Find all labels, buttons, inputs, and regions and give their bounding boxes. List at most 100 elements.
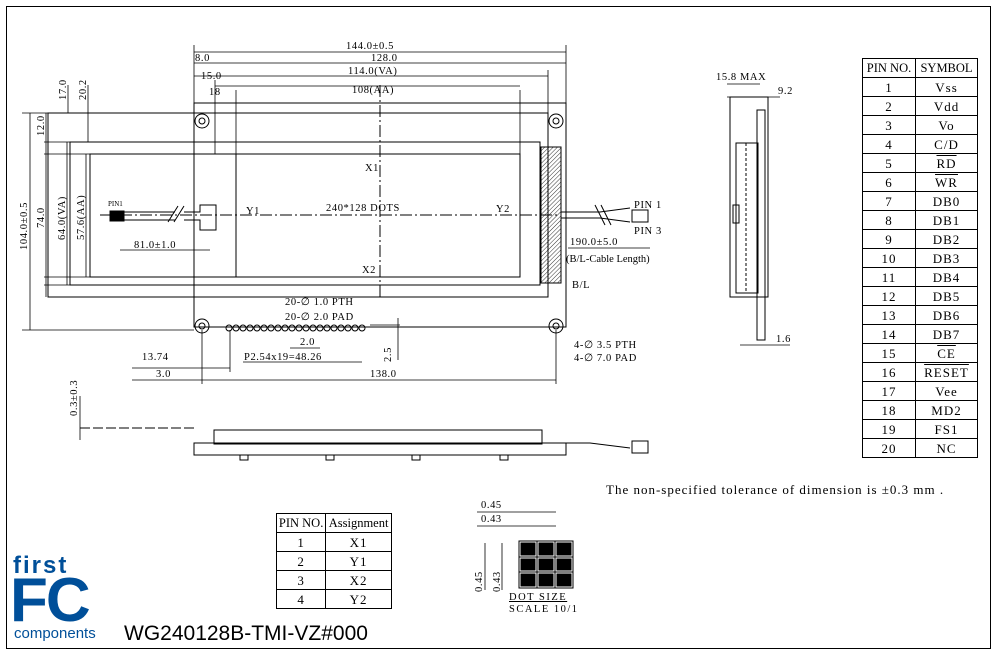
dim-side-9-2: 9.2 [778, 86, 793, 97]
table-row: 13 DB6 [861, 305, 978, 325]
pin-symbol-text: DB5 [932, 288, 961, 304]
touch-assignment-cell: X1 [325, 532, 392, 552]
table-header-assignment: Assignment [325, 513, 392, 533]
pin-symbol-cell: DB3 [915, 248, 978, 268]
table-row: 6 WR [861, 172, 978, 192]
pin-symbol-cell: DB2 [915, 229, 978, 249]
table-row: 16 RESET [861, 362, 978, 382]
dim-cable-81: 81.0±1.0 [134, 240, 176, 251]
pin-number-cell: 2 [861, 96, 917, 116]
label-pad-4: 4-∅ 7.0 PAD [574, 353, 637, 364]
touch-pin-number-cell: 2 [275, 551, 327, 571]
table-header-pin-no: PIN NO. [861, 58, 917, 78]
dot-size-caption: DOT SIZE SCALE 10/1 [509, 592, 579, 616]
backlight-block [540, 146, 562, 284]
dim-dot-045-v: 0.45 [474, 571, 485, 592]
pin-symbol-cell: DB7 [915, 324, 978, 344]
dim-dot-045-h: 0.45 [481, 500, 502, 511]
dim-outline-height: 104.0±0.5 [19, 202, 30, 250]
table-header-pin-no: PIN NO. [275, 513, 327, 533]
touch-assignment-cell: X2 [325, 570, 392, 590]
pin-number-cell: 4 [861, 134, 917, 154]
model-number: WG240128B-TMI-VZ#000 [124, 622, 368, 645]
pin-number-cell: 6 [861, 172, 917, 192]
dim-left-8: 8.0 [195, 53, 210, 64]
touch-assignment-cell: Y2 [325, 589, 392, 609]
pin-symbol-text: Vss [935, 79, 958, 95]
table-row: 17 Vee [861, 381, 978, 401]
dim-2-5: 2.5 [383, 347, 394, 362]
bottom-view [79, 396, 649, 461]
viewing-area [69, 141, 541, 286]
pin-symbol-text: MD2 [931, 402, 962, 418]
table-row: 12 DB5 [861, 286, 978, 306]
dim-pcb-inner: 128.0 [371, 53, 398, 64]
pin-symbol-cell: CE [915, 343, 978, 363]
touch-assignment-cell: Y1 [325, 551, 392, 571]
side-view [727, 83, 790, 346]
pin-symbol-text: DB0 [932, 193, 961, 209]
table-row: 18 MD2 [861, 400, 978, 420]
dim-va-height: 64.0(VA) [57, 196, 68, 240]
pin-symbol-cell: RESET [915, 362, 978, 382]
pin-symbol-text: Vee [935, 383, 958, 399]
pin-number-cell: 1 [861, 77, 917, 97]
pin-number-cell: 18 [861, 400, 917, 420]
pin-symbol-text: FS1 [934, 421, 959, 437]
pin-symbol-text: CE [937, 345, 956, 361]
pin-number-cell: 20 [861, 438, 917, 458]
dot-size-label: DOT SIZE [509, 592, 568, 603]
pin-number-cell: 17 [861, 381, 917, 401]
dim-height-74: 74.0 [36, 207, 47, 228]
pin-number-cell: 3 [861, 115, 917, 135]
table-row: 2 Vdd [861, 96, 978, 116]
pin-symbol-cell: DB0 [915, 191, 978, 211]
pin-symbol-text: RESET [924, 364, 969, 380]
dim-13-74: 13.74 [142, 352, 169, 363]
pin-symbol-cell: WR [915, 172, 978, 192]
dim-dot-043-h: 0.43 [481, 514, 502, 525]
label-pth-20: 20-∅ 1.0 PTH [285, 297, 354, 308]
pin-symbol-cell: DB4 [915, 267, 978, 287]
pin-number-cell: 12 [861, 286, 917, 306]
pin-symbol-text: WR [935, 174, 958, 190]
dim-left-18: 18 [209, 87, 221, 98]
label-x2: X2 [362, 265, 376, 276]
pin-number-cell: 19 [861, 419, 917, 439]
pin-number-cell: 10 [861, 248, 917, 268]
pin-symbol-cell: MD2 [915, 400, 978, 420]
dim-outline-width: 144.0±0.5 [346, 41, 394, 52]
pin-symbol-text: DB6 [932, 307, 961, 323]
pin-number-cell: 14 [861, 324, 917, 344]
pin-row [225, 324, 366, 332]
pin-symbol-cell: FS1 [915, 419, 978, 439]
touch-pin-number-cell: 1 [275, 532, 327, 552]
table-header-symbol: SYMBOL [915, 58, 978, 78]
pin-symbol-cell: DB5 [915, 286, 978, 306]
pin-symbol-text: Vdd [933, 98, 960, 114]
touch-pin-number-cell: 4 [275, 589, 327, 609]
pin-number-cell: 13 [861, 305, 917, 325]
label-pad-20: 20-∅ 2.0 PAD [285, 312, 354, 323]
pin-symbol-cell: RD [915, 153, 978, 173]
label-cable-note: (B/L-Cable Length) [566, 254, 650, 265]
pin-symbol-cell: NC [915, 438, 978, 458]
dim-bottom-0-3: 0.3±0.3 [69, 380, 80, 416]
drawing-border [6, 6, 991, 649]
dim-height-12: 12.0 [36, 115, 47, 136]
pin-number-cell: 16 [861, 362, 917, 382]
dim-side-max: 15.8 MAX [716, 72, 766, 83]
pin-symbol-cell: Vdd [915, 96, 978, 116]
dim-cable-190: 190.0±5.0 [570, 237, 618, 248]
label-pin1-small: PIN1 [108, 200, 123, 208]
label-pth-4: 4-∅ 3.5 PTH [574, 340, 637, 351]
